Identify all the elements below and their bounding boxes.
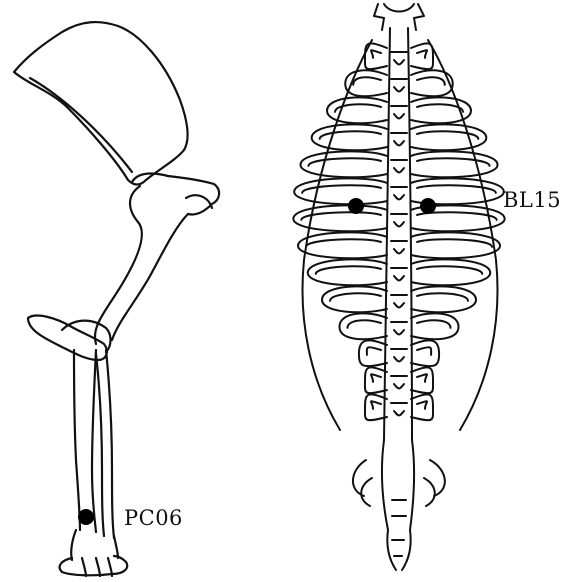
rib-right-9-inner: [417, 266, 482, 274]
rib-left-6-inner: [302, 185, 381, 193]
rib-right-5: [411, 151, 498, 177]
rib-left-11: [339, 313, 387, 339]
sacrum: [353, 440, 445, 570]
rib-left-4: [312, 124, 387, 150]
thorax-skeleton: [303, 4, 498, 440]
rib-right-1-inner: [417, 50, 427, 58]
rib-right-14-inner: [417, 401, 427, 409]
vertebra-7: [391, 214, 407, 227]
vertebra-10: [391, 295, 407, 308]
scapula: [14, 22, 187, 184]
rib-left-12-inner: [367, 347, 381, 355]
rib-left-8-inner: [306, 239, 381, 247]
bl15-point-left: [348, 198, 364, 214]
rib-right-2-inner: [417, 77, 445, 85]
rib-left-14-inner: [371, 401, 381, 409]
rib-right-12-inner: [417, 347, 431, 355]
rib-right-8: [411, 232, 500, 258]
ribs: [293, 43, 504, 420]
bl15-label: BL15: [503, 188, 561, 212]
rib-right-4: [411, 124, 486, 150]
elbow-joint: [62, 321, 111, 352]
rib-right-2: [411, 70, 453, 96]
bl15-point-right: [420, 198, 436, 214]
vertebra-8: [391, 241, 407, 254]
rib-right-10-inner: [417, 293, 468, 301]
rib-right-13: [411, 367, 433, 393]
rib-cage-outline: [303, 40, 498, 430]
rib-right-3-inner: [417, 104, 463, 112]
vertebra-14: [391, 403, 407, 416]
pc06-point: [78, 509, 94, 525]
rib-right-10: [411, 286, 476, 312]
rib-right-14: [411, 394, 433, 420]
vertebra-11: [391, 322, 407, 335]
rib-left-5: [300, 151, 387, 177]
humerus: [95, 186, 188, 344]
pc06-label: PC06: [124, 506, 183, 530]
rib-right-1: [411, 43, 433, 69]
spinal-column: [384, 28, 412, 440]
carpus: [71, 530, 118, 560]
rib-left-4-inner: [320, 131, 381, 139]
rib-left-7: [293, 205, 387, 231]
rib-right-11: [411, 313, 459, 339]
vertebra-4: [391, 133, 407, 146]
rib-right-13-inner: [417, 374, 427, 382]
rib-left-8: [298, 232, 387, 258]
rib-left-12: [359, 340, 387, 366]
rib-left-6: [294, 178, 387, 204]
vertebra-6: [391, 187, 407, 200]
rib-left-9: [308, 259, 387, 285]
vertebra-9: [391, 268, 407, 281]
vertebra-13: [391, 376, 407, 389]
vertebra-3: [391, 106, 407, 119]
vertebra-5: [391, 160, 407, 173]
cervical-vertebra: [374, 4, 424, 30]
rib-right-9: [411, 259, 490, 285]
rib-left-13: [365, 367, 387, 393]
rib-left-5-inner: [308, 158, 381, 166]
rib-left-1-inner: [371, 50, 381, 58]
rib-right-8-inner: [417, 239, 492, 247]
radius: [74, 350, 96, 532]
rib-left-11-inner: [347, 320, 381, 328]
rib-left-9-inner: [316, 266, 381, 274]
ulna: [96, 350, 114, 538]
vertebra-2: [391, 79, 407, 92]
rib-left-10-inner: [330, 293, 381, 301]
forelimb-skeleton: [14, 22, 219, 576]
humerus-tubercle: [186, 195, 212, 208]
rib-right-12: [411, 340, 439, 366]
rib-left-10: [322, 286, 387, 312]
metacarpals: [82, 558, 112, 576]
rib-right-5-inner: [417, 158, 490, 166]
vertebra-1: [391, 52, 407, 65]
vertebra-12: [391, 349, 407, 362]
rib-left-7-inner: [301, 212, 381, 220]
rib-left-13-inner: [371, 374, 381, 382]
paw: [60, 556, 128, 575]
rib-right-11-inner: [417, 320, 451, 328]
rib-left-2-inner: [353, 77, 381, 85]
